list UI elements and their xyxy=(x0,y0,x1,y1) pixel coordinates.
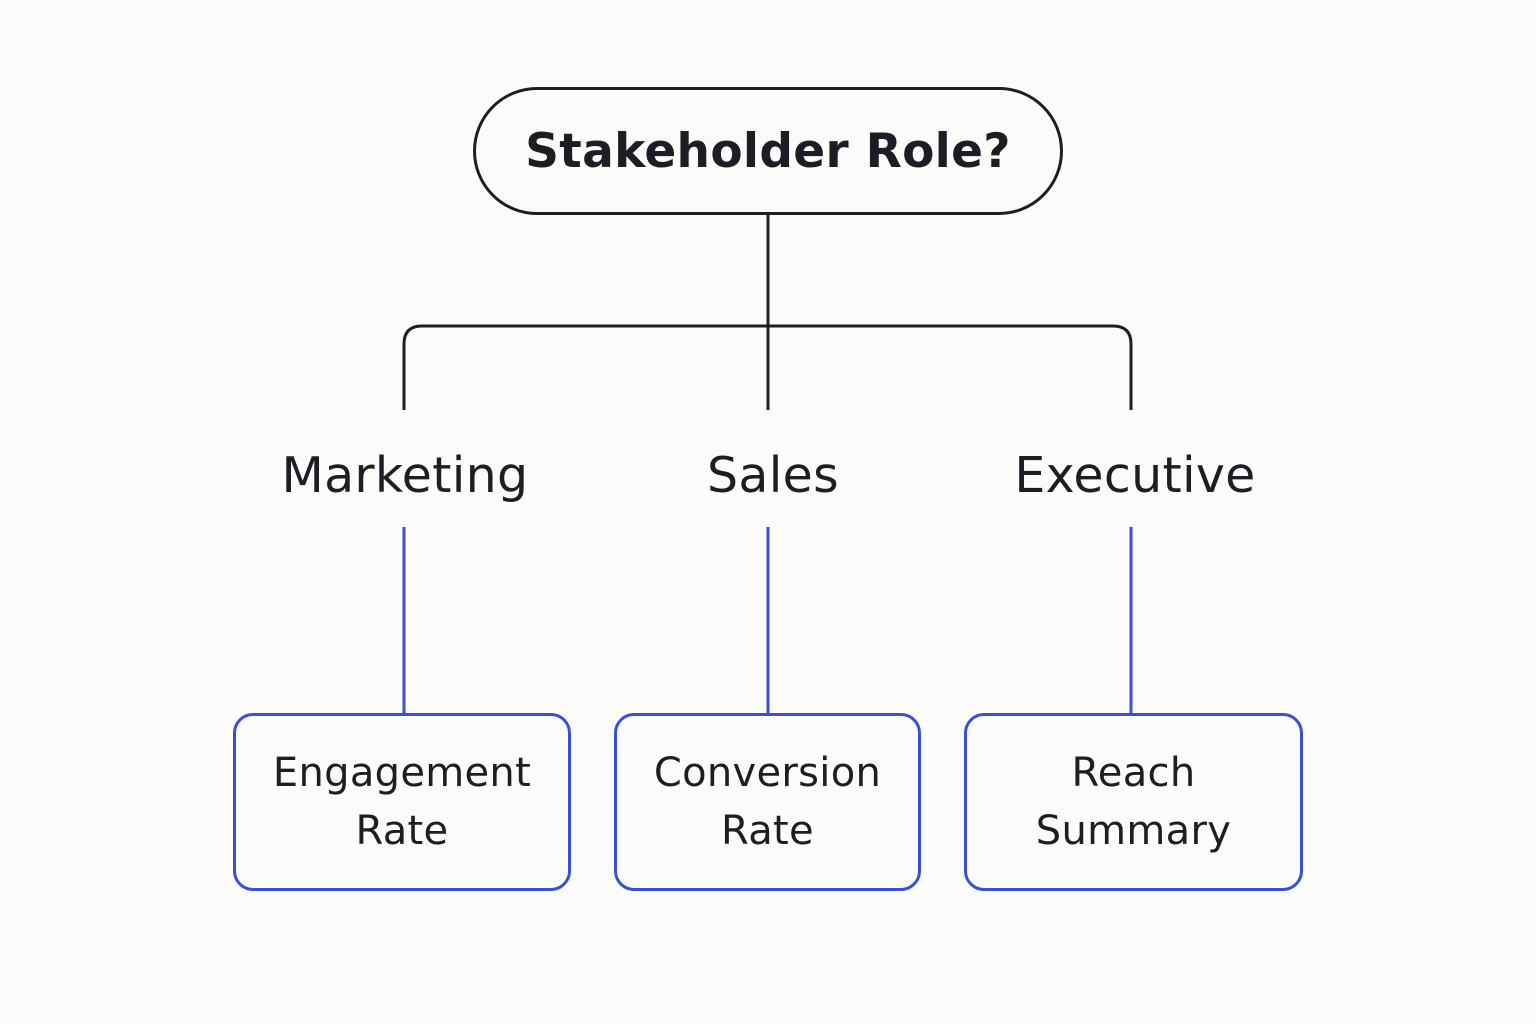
metric-line: Reach xyxy=(1071,750,1196,796)
role-label-marketing: Marketing xyxy=(281,446,529,504)
metric-node-sales: Conversion Rate xyxy=(614,713,921,891)
metric-line: Conversion xyxy=(653,750,882,796)
metric-line: Rate xyxy=(355,808,449,854)
metric-node-executive: Reach Summary xyxy=(964,713,1303,891)
role-label-sales: Sales xyxy=(707,446,839,504)
metric-line: Engagement xyxy=(272,750,532,796)
metric-line: Rate xyxy=(721,808,814,854)
root-decision-node: Stakeholder Role? xyxy=(473,87,1063,215)
metric-line: Summary xyxy=(1035,808,1232,854)
root-decision-label: Stakeholder Role? xyxy=(525,123,1011,179)
role-label-executive: Executive xyxy=(1014,446,1256,504)
branch-connector xyxy=(402,324,1133,410)
metric-node-marketing: Engagement Rate xyxy=(233,713,571,891)
